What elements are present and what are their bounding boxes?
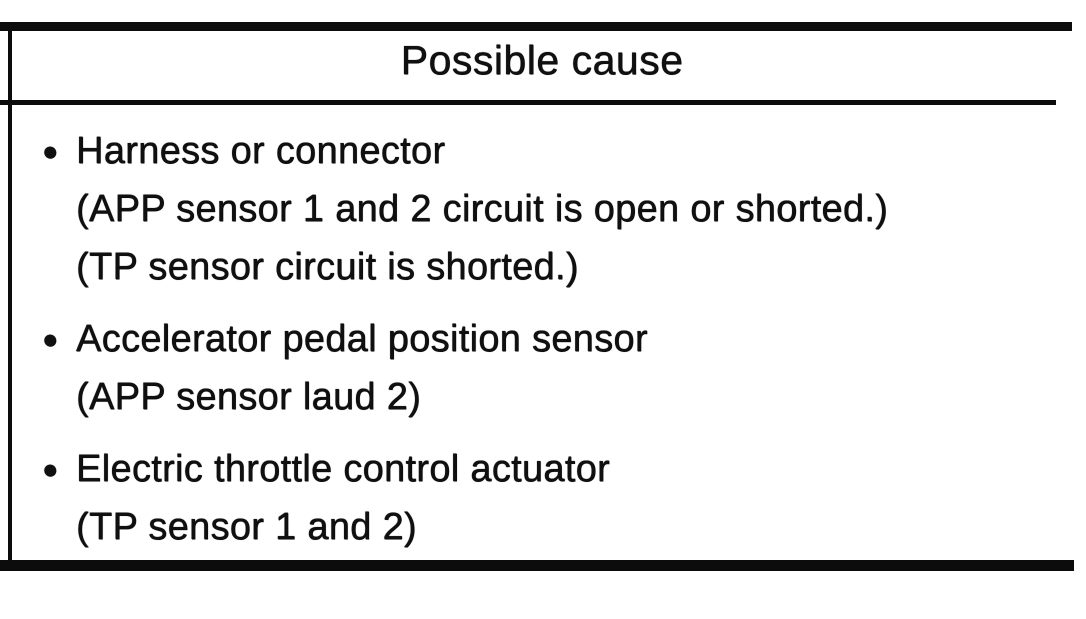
bullet-icon: ●	[42, 136, 59, 166]
cause-text: Accelerator pedal position sensor (APP s…	[76, 310, 1070, 426]
cause-detail: (APP sensor 1 and 2 circuit is open or s…	[76, 188, 889, 230]
possible-cause-list: ● Harness or connector (APP sensor 1 and…	[42, 122, 1070, 570]
list-item: ● Harness or connector (APP sensor 1 and…	[42, 122, 1070, 296]
cause-title: Accelerator pedal position sensor	[76, 318, 648, 360]
possible-cause-header: Possible cause	[400, 37, 684, 83]
list-item: ● Electric throttle control actuator (TP…	[42, 440, 1070, 556]
cause-text: Electric throttle control actuator (TP s…	[76, 440, 1070, 556]
cause-detail: (TP sensor circuit is shorted.)	[76, 246, 579, 288]
cause-text: Harness or connector (APP sensor 1 and 2…	[76, 122, 1070, 296]
table-top-border	[0, 22, 1072, 31]
table-bottom-border	[0, 560, 1074, 571]
bullet-icon: ●	[42, 454, 59, 484]
cause-title: Harness or connector	[76, 130, 446, 172]
bullet-icon: ●	[42, 324, 59, 354]
table-left-border	[8, 22, 12, 571]
cause-detail: (APP sensor laud 2)	[76, 376, 422, 418]
cause-detail: (TP sensor 1 and 2)	[76, 506, 417, 548]
list-item: ● Accelerator pedal position sensor (APP…	[42, 310, 1070, 426]
cause-title: Electric throttle control actuator	[76, 448, 610, 490]
header-separator-line	[0, 100, 1056, 105]
